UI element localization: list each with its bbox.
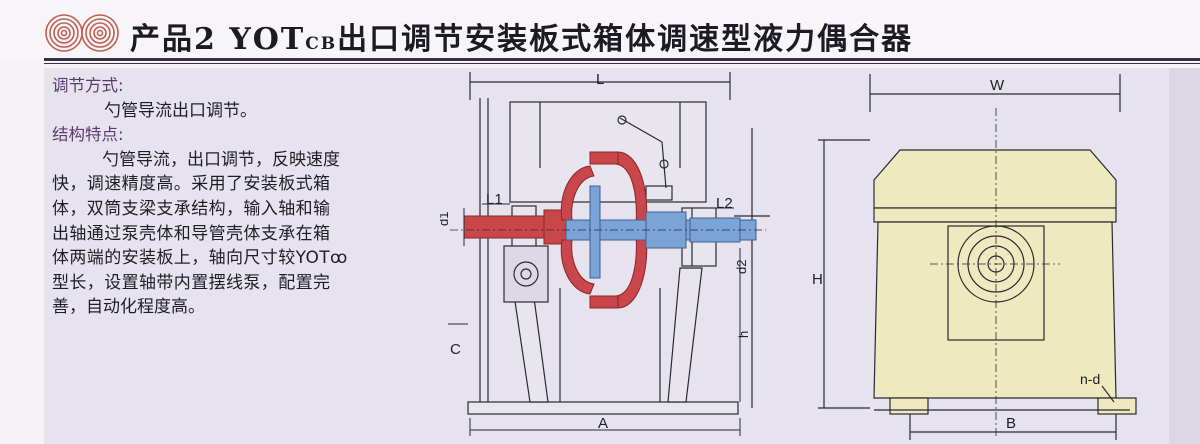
front-view-drawing: W H B n-d <box>812 74 1137 440</box>
feature-line: 型长，设置轴带内置摆线泵，配置完 <box>52 272 331 293</box>
label-L: L <box>596 71 604 88</box>
label-h: h <box>736 331 751 338</box>
decorative-spiral-logo-icon <box>45 14 119 52</box>
adjustment-method-heading: 调节方式: <box>52 76 124 95</box>
title-rest: 出口调节安装板式箱体调速型液力偶合器 <box>337 22 914 57</box>
header-rule-thick <box>44 58 1200 61</box>
feature-line: 勺管导流，出口调节，反映速度 <box>102 149 340 170</box>
label-d2: d2 <box>734 260 749 274</box>
title-main: 产品2 YOT <box>130 22 306 57</box>
side-section-drawing: L L1 L2 d1 d2 h C A <box>440 71 770 436</box>
label-d1: d1 <box>440 212 451 226</box>
structure-features-heading: 结构特点: <box>52 125 124 145</box>
label-A: A <box>598 415 608 432</box>
page-header: 产品2 YOTCB出口调节安装板式箱体调速型液力偶合器 <box>0 0 1200 62</box>
feature-line: 体，双筒支梁支承结构，输入轴和输 <box>52 198 331 219</box>
label-C: C <box>450 341 461 358</box>
label-L2: L2 <box>716 195 733 212</box>
description-column: 调节方式: 勺管导流出口调节。 结构特点: 勺管导流，出口调节，反映速度 快，调… <box>52 74 424 320</box>
feature-line: 快，调速精度高。采用了安装板式箱 <box>52 174 331 195</box>
feature-line: 善，自动化程度高。 <box>52 297 205 318</box>
panel-edge <box>1169 68 1200 444</box>
feature-line: 出轴通过泵壳体和导管壳体支承在箱 <box>52 223 331 244</box>
label-W: W <box>990 77 1005 94</box>
header-rule-thin <box>44 63 1200 64</box>
title-subscript: CB <box>305 34 338 54</box>
feature-line: 体两端的安装板上，轴向尺寸较YOTꝏ <box>52 248 348 269</box>
adjustment-method-text: 勺管导流出口调节。 <box>104 100 257 121</box>
label-n-d: n-d <box>1080 371 1100 387</box>
page-title: 产品2 YOTCB出口调节安装板式箱体调速型液力偶合器 <box>130 14 913 58</box>
label-L1: L1 <box>486 191 503 208</box>
label-B: B <box>1006 415 1016 432</box>
label-H: H <box>812 271 823 288</box>
